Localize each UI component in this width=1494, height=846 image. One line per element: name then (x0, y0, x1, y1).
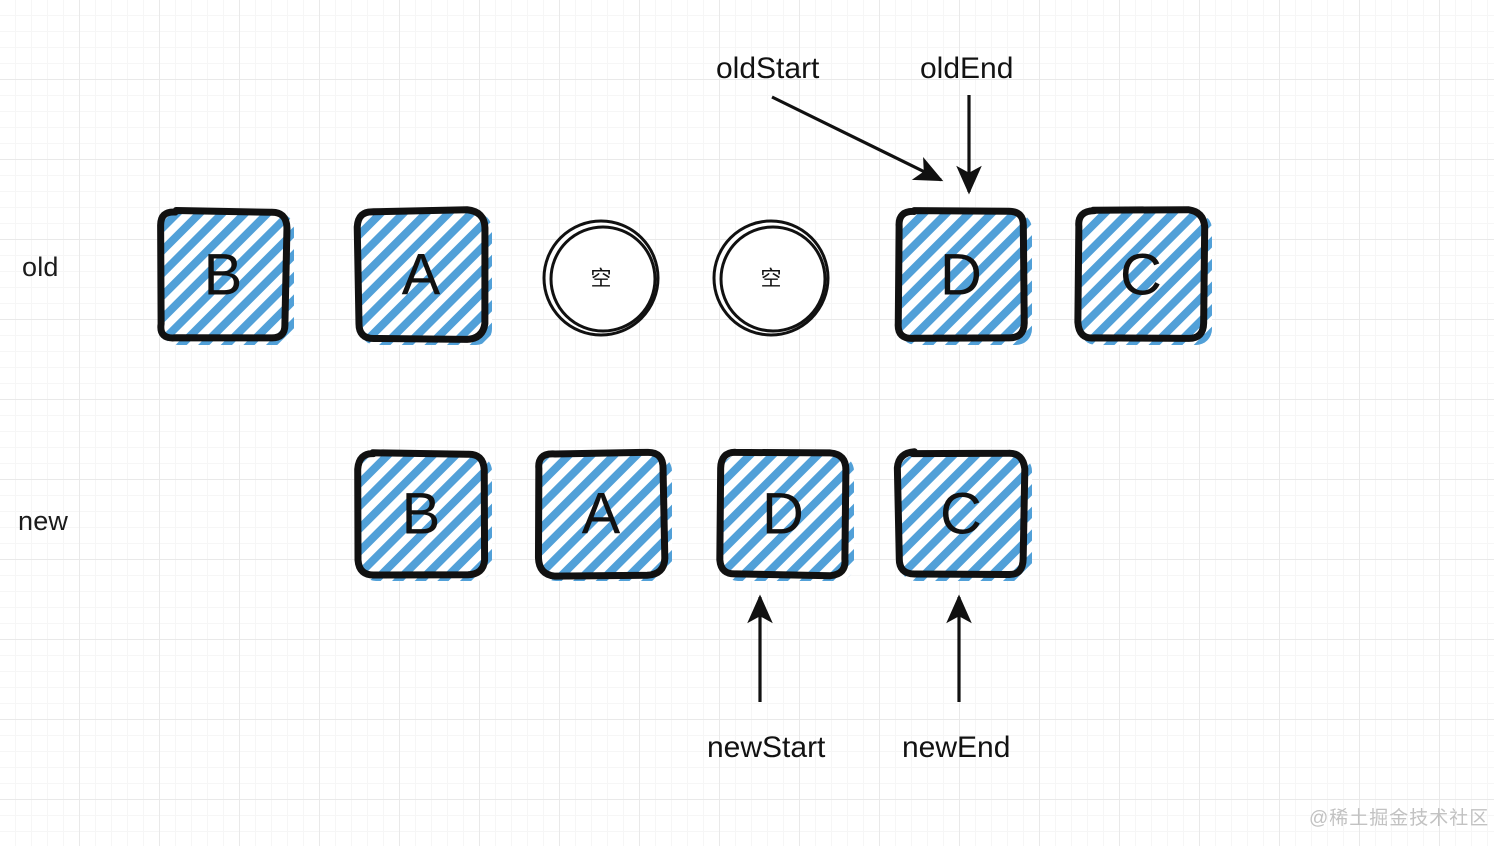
node-box-A: A (534, 448, 672, 581)
pointer-label-newstart: newStart (707, 731, 826, 764)
node-empty-circle: 空 (542, 219, 660, 337)
node-box-D: D (716, 448, 854, 581)
pointer-arrow-oldstart (771, 95, 944, 182)
node-empty-circle: 空 (712, 219, 830, 337)
empty-glyph: 空 (591, 268, 612, 291)
node-letter: D (940, 243, 982, 308)
node-box-C: C (893, 448, 1032, 581)
node-box-B: B (354, 449, 492, 581)
watermark: @稀土掘金技术社区 (1309, 808, 1490, 829)
row-label-new: new (18, 506, 69, 536)
row-label-old: old (22, 252, 59, 282)
node-letter: B (204, 243, 243, 308)
pointer-label-oldend: oldEnd (920, 52, 1014, 85)
node-box-B: B (157, 206, 294, 345)
empty-glyph: 空 (761, 268, 782, 291)
node-letter: A (582, 482, 621, 547)
node-box-A: A (353, 206, 492, 345)
node-letter: D (762, 482, 804, 547)
pointer-label-oldstart: oldStart (716, 52, 820, 85)
pointer-label-newend: newEnd (902, 731, 1011, 764)
node-letter: A (402, 243, 441, 308)
node-box-C: C (1074, 206, 1212, 345)
node-box-D: D (894, 207, 1032, 345)
node-letter: C (1120, 243, 1162, 308)
node-letter: C (940, 482, 982, 547)
node-letter: B (402, 482, 441, 547)
